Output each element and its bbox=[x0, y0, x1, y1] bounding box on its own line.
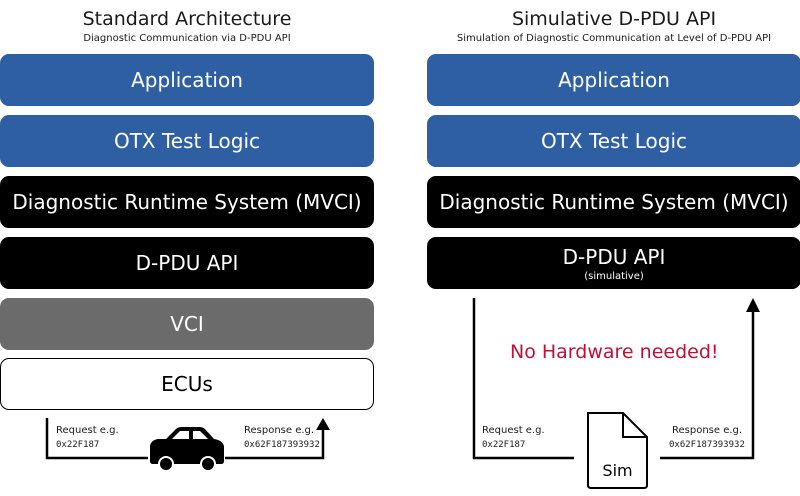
right-request-line bbox=[472, 298, 574, 460]
layer-label: ECUs bbox=[161, 372, 213, 396]
left-request-line bbox=[45, 418, 148, 460]
left-request-label: Request e.g. bbox=[56, 425, 119, 436]
layer-label: D-PDU API bbox=[562, 244, 666, 269]
right-response-value: 0x62F187393932 bbox=[669, 440, 745, 450]
right-subtitle: Simulation of Diagnostic Communication a… bbox=[456, 33, 772, 44]
layer-label: D-PDU API bbox=[135, 251, 239, 275]
layer-label: Application bbox=[131, 68, 243, 92]
sim-label: Sim bbox=[602, 461, 633, 480]
left-layer-ecus: ECUs bbox=[0, 358, 374, 410]
right-layer-d-pdu-api-simulative: D-PDU API (simulative) bbox=[427, 237, 800, 289]
left-layer-d-pdu-api: D-PDU API bbox=[0, 237, 374, 289]
right-request-label: Request e.g. bbox=[482, 425, 545, 436]
left-layer-vci: VCI bbox=[0, 298, 374, 350]
layer-label: Diagnostic Runtime System (MVCI) bbox=[12, 190, 362, 214]
right-title: Simulative D-PDU API bbox=[511, 8, 717, 30]
left-layer-otx-test-logic: OTX Test Logic bbox=[0, 115, 374, 167]
layer-label: OTX Test Logic bbox=[540, 129, 688, 153]
left-title: Standard Architecture bbox=[82, 8, 292, 30]
left-subtitle: Diagnostic Communication via D-PDU API bbox=[83, 33, 291, 44]
layer-label: OTX Test Logic bbox=[113, 129, 261, 153]
left-response-label: Response e.g. bbox=[244, 425, 315, 436]
sim-file-icon bbox=[587, 412, 648, 489]
left-layer-diagnostic-runtime-system: Diagnostic Runtime System (MVCI) bbox=[0, 176, 374, 228]
layer-sublabel: (simulative) bbox=[584, 270, 644, 282]
right-response-label: Response e.g. bbox=[672, 425, 743, 436]
left-response-value: 0x62F187393932 bbox=[244, 440, 320, 450]
left-layer-application: Application bbox=[0, 54, 374, 106]
right-layer-otx-test-logic: OTX Test Logic bbox=[427, 115, 800, 167]
right-response-arrow bbox=[660, 298, 760, 460]
no-hardware-text: No Hardware needed! bbox=[510, 341, 719, 363]
car-icon bbox=[150, 427, 224, 472]
right-request-value: 0x22F187 bbox=[482, 440, 526, 450]
layer-label: Application bbox=[558, 68, 670, 92]
right-layer-diagnostic-runtime-system: Diagnostic Runtime System (MVCI) bbox=[427, 176, 800, 228]
right-layer-application: Application bbox=[427, 54, 800, 106]
layer-label: VCI bbox=[170, 312, 204, 336]
left-request-value: 0x22F187 bbox=[56, 440, 100, 450]
layer-label: Diagnostic Runtime System (MVCI) bbox=[439, 190, 789, 214]
left-response-arrow bbox=[225, 418, 330, 460]
